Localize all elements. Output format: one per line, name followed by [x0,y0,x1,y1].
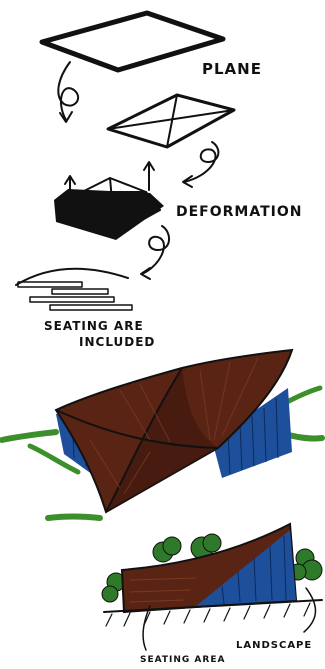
plane-with-diagonals-sketch [108,95,234,147]
seating-caption-line2: INCLUDED [79,335,155,349]
plane-label: PLANE [202,60,262,78]
curly-arrow-2 [183,142,218,187]
curly-arrow-1 [58,62,78,122]
elevation-sketch [102,524,322,650]
plane-sketch [42,13,223,70]
deformed-shell-sketch [54,162,164,240]
roof-perspective-rendering [2,350,322,518]
seating-area-label: SEATING AREA [140,655,225,665]
curly-arrow-3 [141,226,169,279]
deformation-label: DEFORMATION [176,204,303,220]
seating-caption-line1: SEATING ARE [44,319,144,333]
landscape-label: LANDSCAPE [236,640,312,651]
seating-strips-sketch [16,269,132,310]
